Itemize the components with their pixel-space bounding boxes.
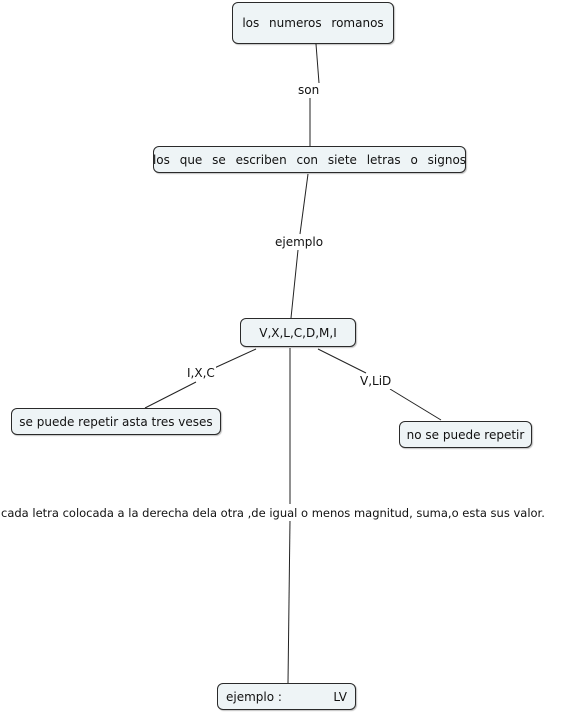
link-letters-vlid bbox=[317, 348, 367, 374]
link-label-son: son bbox=[297, 83, 321, 98]
node-letters[interactable]: V,X,L,C,D,M,I bbox=[240, 318, 356, 347]
node-repeatable[interactable]: se puede repetir asta tres veses bbox=[11, 408, 221, 435]
link-letters-ixc bbox=[209, 348, 257, 371]
link-label-vlid: V,LiD bbox=[359, 374, 393, 389]
node-not-repeatable[interactable]: no se puede repetir bbox=[399, 421, 532, 448]
node-root-text: los numeros romanos bbox=[242, 16, 384, 30]
link-ixc-repeatable bbox=[144, 381, 197, 409]
link-vlid-not-repeatable bbox=[389, 388, 442, 421]
node-definition-text: los que se escriben con siete letras o s… bbox=[152, 152, 467, 167]
node-definition[interactable]: los que se escriben con siete letras o s… bbox=[153, 146, 466, 173]
link-label-ixc: I,X,C bbox=[186, 366, 216, 381]
link-rule-example bbox=[287, 519, 291, 684]
node-letters-text: V,X,L,C,D,M,I bbox=[259, 325, 337, 340]
node-not-repeatable-text: no se puede repetir bbox=[406, 427, 525, 442]
node-repeatable-text: se puede repetir asta tres veses bbox=[19, 414, 213, 429]
node-example-label: ejemplo : bbox=[226, 689, 282, 704]
node-example-value: LV bbox=[333, 689, 347, 704]
link-definition-ejemplo bbox=[299, 173, 309, 235]
node-root[interactable]: los numeros romanos bbox=[232, 2, 394, 44]
link-root-son bbox=[315, 43, 320, 84]
link-label-rule: cada letra colocada a la derecha dela ot… bbox=[0, 506, 546, 521]
link-ejemplo-letters bbox=[290, 249, 299, 319]
node-example[interactable]: ejemplo : LV bbox=[217, 683, 356, 710]
link-label-ejemplo: ejemplo bbox=[274, 235, 325, 250]
